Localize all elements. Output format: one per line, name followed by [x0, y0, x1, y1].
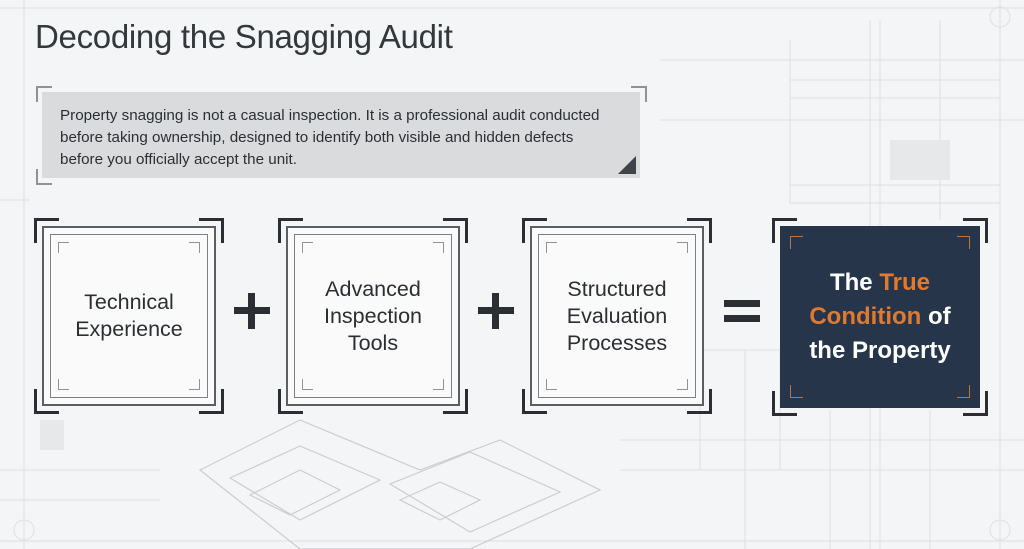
frame-corner — [631, 86, 647, 102]
box-mark — [302, 242, 313, 253]
frame-corner — [36, 86, 52, 102]
box-corner — [772, 218, 797, 243]
result-mark — [957, 236, 970, 249]
box-inner — [50, 234, 208, 398]
box-corner — [199, 218, 224, 243]
term-label: Technical Experience — [50, 234, 208, 398]
term-advanced-inspection-tools: Advanced Inspection Tools — [278, 218, 468, 414]
term-label: Advanced Inspection Tools — [294, 234, 452, 398]
term-label-line: Inspection — [323, 303, 422, 328]
box-corner — [963, 218, 988, 243]
result-mark — [790, 385, 803, 398]
corner-triangle-icon — [618, 156, 636, 174]
box-mark — [189, 379, 200, 390]
box-outer — [530, 226, 704, 406]
term-label-line: Tools — [347, 330, 399, 355]
box-mark — [433, 242, 444, 253]
term-technical-experience: Technical Experience — [34, 218, 224, 414]
box-mark — [677, 242, 688, 253]
term-label-line: Processes — [566, 330, 668, 355]
result-label: The True Condition of the Property — [780, 226, 980, 408]
box-corner — [687, 389, 712, 414]
result-text: the Property — [809, 337, 951, 364]
intro-text: Property snagging is not a casual inspec… — [60, 107, 600, 168]
box-corner — [443, 218, 468, 243]
box-mark — [546, 379, 557, 390]
box-mark — [677, 379, 688, 390]
box-inner — [294, 234, 452, 398]
intro-box — [42, 92, 640, 178]
box-mark — [58, 242, 69, 253]
box-mark — [302, 379, 313, 390]
box-corner — [443, 389, 468, 414]
box-corner — [963, 391, 988, 416]
box-corner — [522, 218, 547, 243]
box-outer — [42, 226, 216, 406]
box-mark — [433, 379, 444, 390]
intro-frame — [36, 86, 647, 185]
box-corner — [278, 218, 303, 243]
box-outer — [286, 226, 460, 406]
term-label: Structured Evaluation Processes — [538, 234, 696, 398]
term-label-line: Evaluation — [566, 303, 668, 328]
result-text: The — [829, 269, 880, 296]
term-label-line: Experience — [75, 317, 183, 341]
box-inner — [538, 234, 696, 398]
frame-corner — [36, 169, 52, 185]
result-mark — [957, 385, 970, 398]
result-box: The True Condition of the Property — [780, 226, 980, 408]
box-corner — [278, 389, 303, 414]
plus-operator — [232, 291, 272, 331]
box-mark — [189, 242, 200, 253]
box-corner — [199, 389, 224, 414]
term-structured-evaluation-processes: Structured Evaluation Processes — [522, 218, 712, 414]
box-corner — [522, 389, 547, 414]
box-corner — [772, 391, 797, 416]
box-corner — [687, 218, 712, 243]
term-label-line: Advanced — [325, 276, 421, 301]
box-corner — [34, 389, 59, 414]
result-mark — [790, 236, 803, 249]
term-label-line: Technical — [84, 290, 174, 314]
result-accent-text: Condition — [809, 303, 922, 330]
box-corner — [34, 218, 59, 243]
plus-operator — [476, 291, 516, 331]
term-label-line: Structured — [567, 276, 667, 301]
page-title: Decoding the Snagging Audit — [35, 18, 453, 55]
result-text: of — [921, 303, 951, 330]
box-mark — [546, 242, 557, 253]
result-accent-text: True — [879, 269, 931, 296]
result-frame — [772, 218, 988, 416]
equals-operator — [722, 291, 762, 331]
box-mark — [58, 379, 69, 390]
